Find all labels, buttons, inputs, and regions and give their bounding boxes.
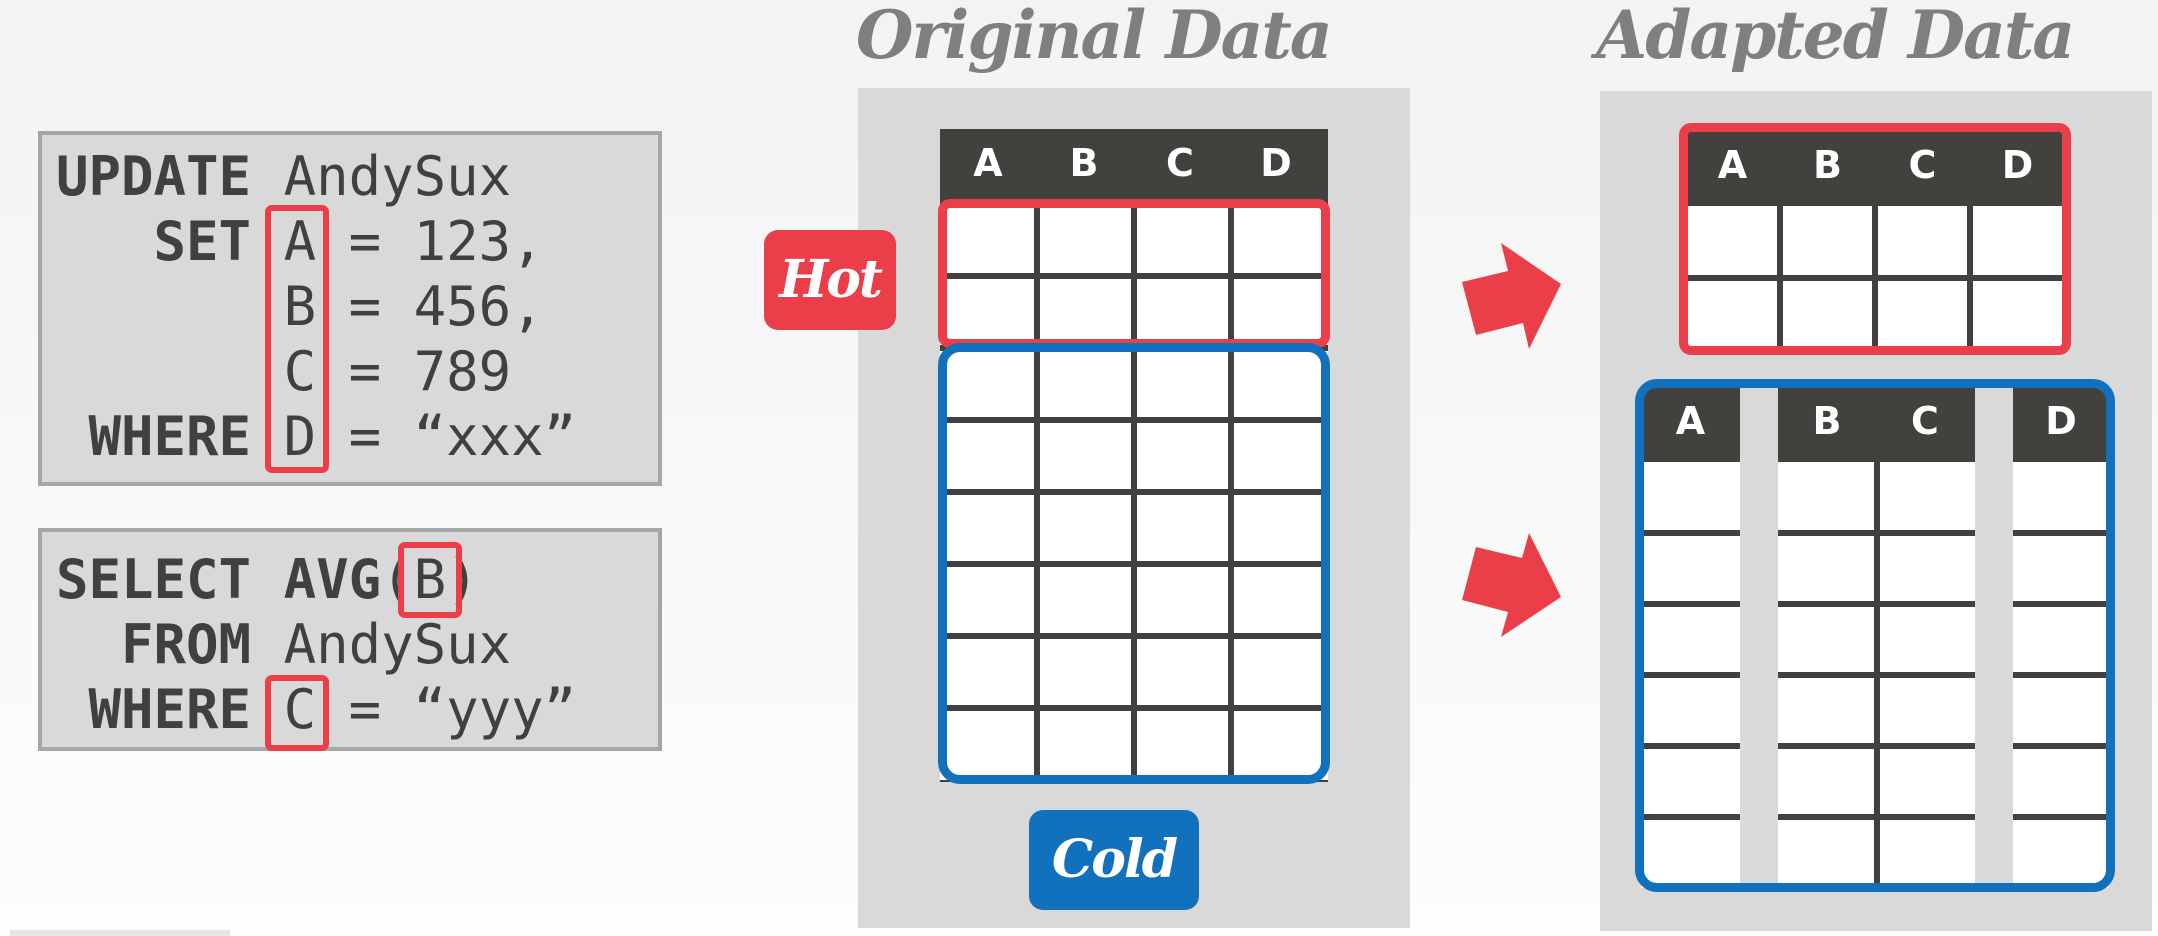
table-cell xyxy=(1641,749,1740,814)
table-cell xyxy=(940,204,1034,273)
column-header: D xyxy=(2001,143,2034,187)
cold-region-box xyxy=(938,343,1330,784)
table-cell xyxy=(1234,567,1328,633)
table-cell xyxy=(1040,567,1131,633)
query-line: B = 456, xyxy=(251,275,544,338)
table-cell xyxy=(1879,749,1975,814)
original-data-title: Original Data xyxy=(856,0,1333,74)
table-cell xyxy=(1137,639,1228,705)
table-cell xyxy=(1641,462,1740,530)
table-cell xyxy=(1641,536,1740,601)
table-cell xyxy=(1137,567,1228,633)
table-cell xyxy=(1234,639,1328,705)
table-cell xyxy=(1641,607,1740,672)
table-cell xyxy=(1778,749,1874,814)
query-line: WHERE C = “yyy” xyxy=(56,678,577,741)
adapted-cold-box xyxy=(1635,379,2115,892)
table-cell xyxy=(1778,462,1874,530)
table-cell xyxy=(2013,462,2109,530)
footer-fragment xyxy=(10,930,230,936)
table-cell xyxy=(1685,206,1777,275)
adapted-hot-box xyxy=(1679,123,2071,355)
table-cell xyxy=(1234,495,1328,561)
table-cell xyxy=(1040,639,1131,705)
table-cell xyxy=(940,279,1034,345)
table-cell xyxy=(940,495,1034,561)
column-header: A xyxy=(1675,399,1706,443)
table-cell xyxy=(1040,423,1131,489)
table-cell xyxy=(1778,536,1874,601)
table-cell xyxy=(1879,607,1975,672)
cold-group-d: D xyxy=(2013,387,2109,888)
table-cell xyxy=(1137,495,1228,561)
original-table: A B C D xyxy=(940,129,1328,782)
column-header: C xyxy=(1908,143,1937,187)
table-cell xyxy=(1879,820,1975,888)
table-cell xyxy=(1040,351,1131,417)
table-cell xyxy=(1783,206,1872,275)
column-header: D xyxy=(2045,399,2077,443)
cold-label: Cold xyxy=(1029,810,1199,910)
table-cell xyxy=(1040,711,1131,780)
table-cell xyxy=(940,567,1034,633)
column-highlight-box xyxy=(265,205,329,473)
column-header: A xyxy=(1717,143,1748,187)
column-header: B xyxy=(1812,399,1842,443)
column-highlight-box xyxy=(398,542,462,618)
table-cell xyxy=(1878,206,1967,275)
table-cell xyxy=(2013,678,2109,743)
table-cell xyxy=(1641,678,1740,743)
arrow-right-down-icon xyxy=(1462,533,1561,637)
table-cell xyxy=(1783,281,1872,350)
column-header: A xyxy=(973,141,1003,185)
column-highlight-box xyxy=(265,675,329,751)
table-cell xyxy=(1234,279,1328,345)
adapted-data-title: Adapted Data xyxy=(1596,0,2075,74)
table-cell xyxy=(1234,423,1328,489)
hot-label: Hot xyxy=(764,230,896,330)
table-cell xyxy=(1879,536,1975,601)
table-cell xyxy=(1778,607,1874,672)
table-cell xyxy=(1040,204,1131,273)
table-cell xyxy=(940,423,1034,489)
table-cell xyxy=(1137,351,1228,417)
cold-group-bc: B C xyxy=(1778,387,1975,888)
table-cell xyxy=(1641,820,1740,888)
column-header: B xyxy=(1069,141,1099,185)
table-cell xyxy=(2013,607,2109,672)
table-cell xyxy=(2013,536,2109,601)
table-cell xyxy=(1879,678,1975,743)
column-header: B xyxy=(1813,143,1842,187)
table-cell xyxy=(1778,678,1874,743)
query-line: SELECT AVG(B) xyxy=(56,548,479,611)
table-cell xyxy=(1878,281,1967,350)
adapted-hot-table: A B C D xyxy=(1685,131,2065,350)
query-line: WHERE D = “xxx” xyxy=(56,405,577,468)
table-cell xyxy=(940,639,1034,705)
table-cell xyxy=(1040,279,1131,345)
table-cell xyxy=(1879,462,1975,530)
query-line: UPDATE AndySux xyxy=(56,145,512,208)
table-cell xyxy=(1973,281,2065,350)
update-query-box: UPDATE AndySux SET A = 123, B = 456, C =… xyxy=(38,131,662,486)
table-cell xyxy=(1137,423,1228,489)
table-cell xyxy=(2013,749,2109,814)
column-header: C xyxy=(1911,399,1939,443)
table-cell xyxy=(1137,279,1228,345)
select-query-box: SELECT AVG(B) FROM AndySux WHERE C = “yy… xyxy=(38,528,662,751)
column-header: D xyxy=(1260,141,1292,185)
table-cell xyxy=(1234,204,1328,273)
table-cell xyxy=(1137,204,1228,273)
query-line: SET A = 123, xyxy=(56,210,544,273)
table-cell xyxy=(1685,281,1777,350)
query-line: FROM AndySux xyxy=(56,613,512,676)
cold-group-a: A xyxy=(1641,387,1740,888)
table-cell xyxy=(1137,711,1228,780)
query-line: C = 789 xyxy=(251,340,512,403)
table-cell xyxy=(1778,820,1874,888)
table-cell xyxy=(1040,495,1131,561)
table-cell xyxy=(1973,206,2065,275)
column-header: C xyxy=(1166,141,1194,185)
arrow-right-up-icon xyxy=(1462,243,1561,349)
